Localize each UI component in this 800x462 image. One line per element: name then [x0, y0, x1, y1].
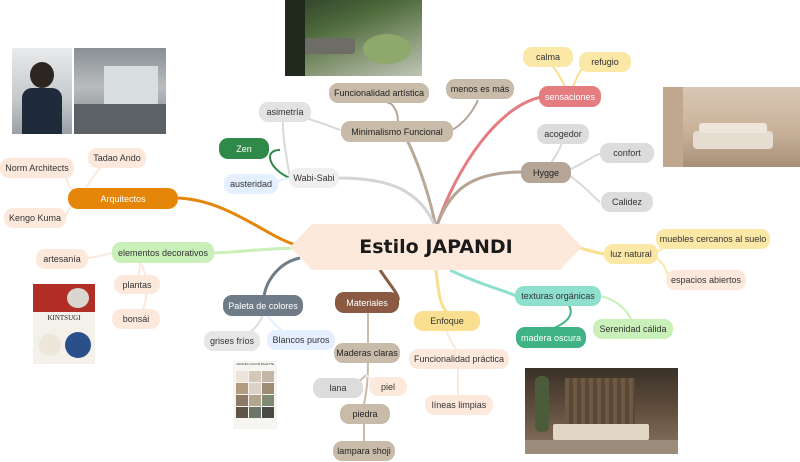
node-menos-es-mas[interactable]: menos es más: [446, 79, 514, 99]
node-funcionalidad-artistica[interactable]: Funcionalidad artística: [329, 83, 429, 103]
architect-portrait-photo: [12, 48, 72, 134]
node-lana[interactable]: lana: [313, 378, 363, 398]
node-maderas-claras[interactable]: Maderas claras: [334, 343, 400, 363]
node-paleta-de-colores[interactable]: Paleta de colores: [223, 295, 303, 316]
node-materiales[interactable]: Materiales: [335, 292, 399, 313]
central-topic[interactable]: Estilo JAPANDI: [290, 224, 582, 270]
node-lampara-shoji[interactable]: lampara shoji: [333, 441, 395, 461]
node-madera-oscura[interactable]: madera oscura: [516, 327, 586, 348]
node-blancos-puros[interactable]: Blancos puros: [267, 330, 335, 350]
node-piedra[interactable]: piedra: [340, 404, 390, 424]
node-minimalismo-funcional[interactable]: Minimalismo Funcional: [341, 121, 453, 142]
node-texturas-organicas[interactable]: texturas orgánicas: [515, 286, 601, 306]
node-refugio[interactable]: refugio: [579, 52, 631, 72]
node-wabi-sabi[interactable]: Wabi-Sabi: [289, 168, 339, 188]
node-enfoque[interactable]: Enfoque: [414, 311, 480, 331]
concrete-building-photo: [74, 48, 166, 134]
node-zen[interactable]: Zen: [219, 138, 269, 159]
node-elementos-decorativos[interactable]: elementos decorativos: [112, 242, 214, 263]
node-bonsai[interactable]: bonsái: [112, 309, 160, 329]
node-espacios-abiertos[interactable]: espacios abiertos: [666, 270, 746, 290]
kintsugi-book-photo: KINTSUGI: [33, 284, 95, 364]
zen-garden-photo: [285, 0, 422, 76]
node-sensaciones[interactable]: sensaciones: [539, 86, 601, 107]
node-calidez[interactable]: Calidez: [601, 192, 653, 212]
node-calma[interactable]: calma: [523, 47, 573, 67]
node-austeridad[interactable]: austeridad: [224, 174, 278, 194]
node-acogedor[interactable]: acogedor: [537, 124, 589, 144]
node-luz-natural[interactable]: luz natural: [604, 244, 658, 264]
node-norm-architects[interactable]: Norm Architects: [0, 158, 74, 178]
living-room-photo: [663, 87, 800, 167]
node-artesania[interactable]: artesanía: [36, 249, 88, 269]
central-topic-shape: [290, 224, 582, 270]
node-tadao-ando[interactable]: Tadao Ando: [88, 148, 146, 168]
node-lineas-limpias[interactable]: líneas limpias: [425, 395, 493, 415]
color-palette-image: JAPANDI COLOR PALETTE: [233, 361, 277, 429]
node-confort[interactable]: confort: [600, 143, 654, 163]
node-kengo-kuma[interactable]: Kengo Kuma: [4, 208, 66, 228]
node-asimetria[interactable]: asimetría: [259, 102, 311, 122]
kintsugi-book-title: KINTSUGI: [47, 314, 81, 322]
node-grises-frios[interactable]: grises fríos: [204, 331, 260, 351]
node-arquitectos[interactable]: Arquitectos: [68, 188, 178, 209]
node-muebles-cercanos[interactable]: muebles cercanos al suelo: [656, 229, 770, 249]
node-funcionalidad-practica[interactable]: Funcionalidad práctica: [409, 349, 509, 369]
node-piel[interactable]: piel: [369, 377, 407, 396]
node-hygge[interactable]: Hygge: [521, 162, 571, 183]
palette-image-title: JAPANDI COLOR PALETTE: [236, 362, 274, 366]
node-plantas[interactable]: plantas: [114, 275, 160, 294]
central-topic-label: Estilo JAPANDI: [359, 236, 513, 258]
bedroom-photo: [525, 368, 678, 454]
node-serenidad-calida[interactable]: Serenidad cálida: [593, 319, 673, 339]
